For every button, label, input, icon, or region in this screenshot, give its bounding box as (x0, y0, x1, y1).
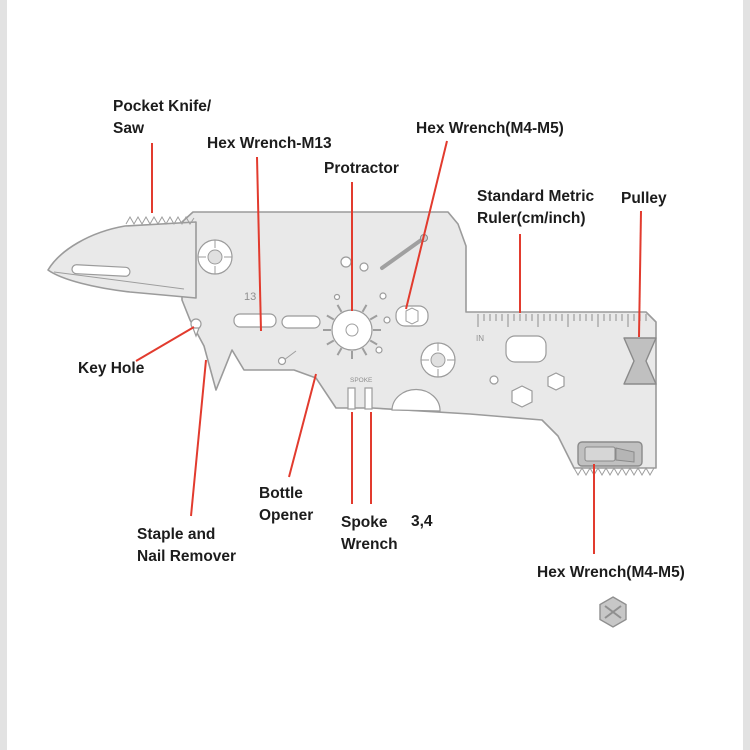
leader-bottle-opener (288, 373, 317, 478)
label-number-34: 3,4 (411, 511, 433, 533)
label-standard-metric-ruler: Standard Metric Ruler(cm/inch) (477, 186, 594, 230)
right-slot-cutout (505, 335, 547, 363)
saw-teeth (125, 215, 195, 226)
leader-hex-m13 (256, 156, 262, 332)
small-hole-5 (375, 346, 383, 354)
blade-edge-line (53, 271, 185, 290)
hex-wrench-m13-slot (233, 313, 277, 328)
leader-lines (135, 140, 642, 554)
label-line: Spoke (341, 514, 388, 531)
label-hex-wrench-m4m5-bottom: Hex Wrench(M4-M5) (537, 562, 685, 584)
arch-cutout (391, 388, 441, 412)
label-line: Protractor (324, 160, 399, 177)
small-hole-3 (379, 292, 387, 300)
serrated-edge (573, 466, 655, 477)
leader-hex-m4m5-top (405, 140, 448, 310)
lever-rod (380, 236, 426, 270)
label-protractor: Protractor (324, 158, 399, 180)
label-line: 3,4 (411, 513, 433, 530)
bottle-opener-slot (281, 315, 321, 329)
gear-hole-left (197, 239, 233, 275)
label-line: Wrench (341, 536, 398, 553)
label-hex-wrench-m13: Hex Wrench-M13 (207, 133, 332, 155)
label-staple-nail-remover: Staple and Nail Remover (137, 524, 236, 568)
label-line: Hex Wrench-M13 (207, 135, 332, 152)
ruler-ticks (477, 314, 647, 327)
left-edge-strip (0, 0, 7, 750)
right-edge-strip (743, 0, 750, 750)
label-spoke-wrench: Spoke Wrench (341, 512, 398, 556)
small-hole-1 (340, 256, 352, 268)
label-pulley: Pulley (621, 188, 667, 210)
key-engraving (277, 350, 297, 366)
marking-13: 13 (244, 291, 256, 303)
gear-hole-right (420, 342, 456, 378)
knife-blade (47, 221, 197, 299)
blade-slot (71, 264, 131, 277)
label-line: Standard Metric (477, 188, 595, 205)
small-hole-2 (359, 262, 369, 272)
leader-staple (190, 359, 207, 517)
label-line: Key Hole (78, 360, 145, 377)
leader-key-hole (135, 326, 195, 362)
pulley-wheel (623, 337, 657, 385)
label-line: Staple and (137, 526, 216, 543)
marking-spoke: SPOKE (350, 377, 373, 384)
marking-in: IN (476, 334, 484, 343)
label-line: Hex Wrench(M4-M5) (416, 120, 564, 137)
label-line: Bottle (259, 485, 303, 502)
main-plate (181, 211, 657, 469)
label-line: Ruler(cm/inch) (477, 210, 586, 227)
label-bottle-opener: Bottle Opener (259, 483, 313, 527)
label-line: Opener (259, 507, 314, 524)
hex-cutout-b (547, 372, 565, 391)
label-pocket-knife-saw: Pocket Knife/ Saw (113, 96, 211, 140)
bit-holder (577, 441, 643, 467)
label-line: Hex Wrench(M4-M5) (537, 564, 685, 581)
spoke-slot-2 (364, 387, 373, 410)
multitool-body: 13 SPOKE IN (47, 211, 657, 477)
label-hex-wrench-m4m5-top: Hex Wrench(M4-M5) (416, 118, 564, 140)
hex-wrench-m4m5-cutout (395, 305, 429, 327)
small-hole-6 (333, 293, 341, 301)
leader-pulley (638, 210, 642, 338)
key-hole-cutout (190, 318, 202, 338)
protractor-cutout (323, 301, 381, 359)
hex-cutout-a (511, 385, 533, 408)
spoke-slot-1 (347, 387, 356, 410)
label-line: Pulley (621, 190, 667, 207)
label-line: Saw (113, 120, 145, 137)
hex-bit-icon (599, 596, 627, 628)
small-hole-4 (383, 316, 391, 324)
label-line: Pocket Knife/ (113, 98, 212, 115)
label-line: Nail Remover (137, 548, 237, 565)
label-key-hole: Key Hole (78, 358, 144, 380)
small-hole-7 (489, 375, 499, 385)
